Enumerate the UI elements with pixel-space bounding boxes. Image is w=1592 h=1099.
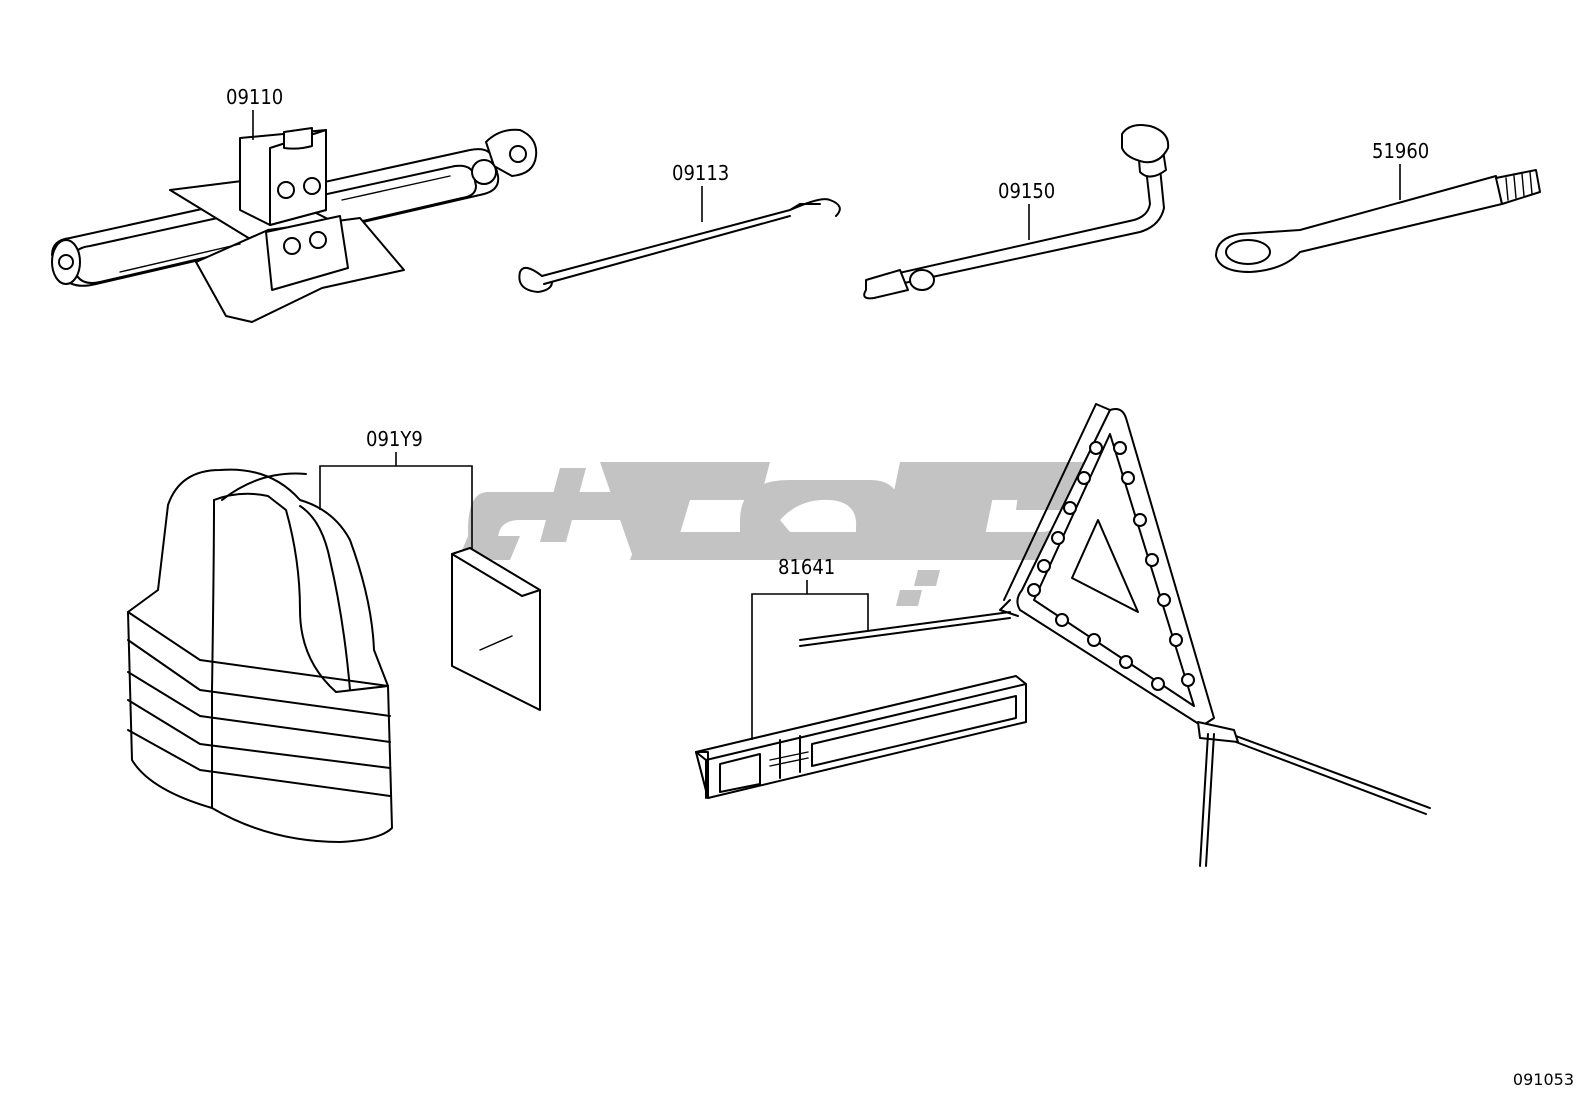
- part-number-wheel-wrench: 09150: [998, 179, 1055, 203]
- warning-triangle-icon: [695, 403, 1431, 867]
- part-number-safety-vest: 091Y9: [366, 427, 423, 451]
- diagram-id: 091053: [1512, 1070, 1574, 1089]
- watermark-logo: [458, 462, 1100, 606]
- lug-wrench-icon: [863, 124, 1170, 300]
- ring-spanner-icon: [1215, 169, 1541, 273]
- part-number-jack-handle: 09113: [672, 161, 729, 185]
- leader-triangle-bracket: [751, 593, 869, 740]
- leader-vest-bracket: [319, 465, 473, 550]
- vest-pouch-icon: [451, 547, 541, 711]
- part-number-jack: 09110: [226, 85, 283, 109]
- safety-vest-icon: [127, 468, 393, 843]
- scissor-jack-icon: [51, 127, 538, 323]
- part-number-warning-triangle: 81641: [778, 555, 835, 579]
- part-number-carrier-tool: 51960: [1372, 139, 1429, 163]
- hook-rod-icon: [518, 198, 841, 293]
